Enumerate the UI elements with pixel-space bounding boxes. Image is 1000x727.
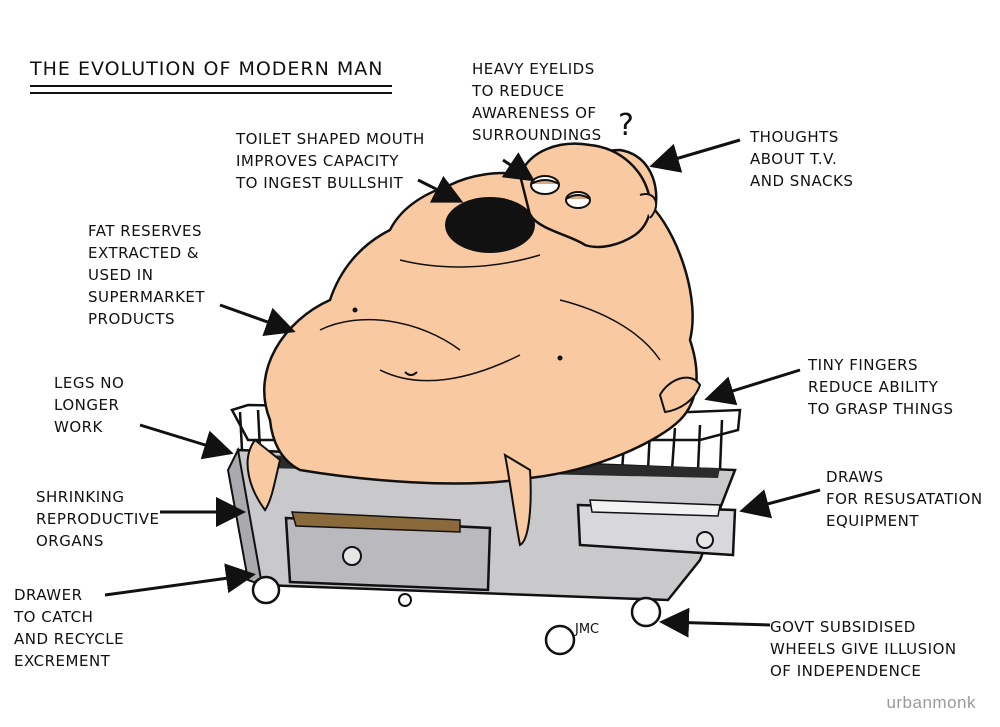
label-line: HEAVY EYELIDS: [472, 60, 595, 78]
label-reproductive-organs: SHRINKING REPRODUCTIVE ORGANS: [36, 486, 160, 552]
page-title: THE EVOLUTION OF MODERN MAN: [30, 58, 384, 80]
label-line: ORGANS: [36, 532, 104, 550]
label-line: FOR RESUSATATION: [826, 490, 983, 508]
label-thoughts: THOUGHTS ABOUT T.V. AND SNACKS: [750, 126, 853, 192]
label-line: SHRINKING: [36, 488, 125, 506]
label-line: TO INGEST BULLSHIT: [236, 174, 404, 192]
label-legs: LEGS NO LONGER WORK: [54, 372, 124, 438]
label-line: REDUCE ABILITY: [808, 378, 939, 396]
label-line: AWARENESS OF: [472, 104, 597, 122]
label-line: TO CATCH: [14, 608, 94, 626]
label-line: EXTRACTED &: [88, 244, 200, 262]
label-line: SUPERMARKET: [88, 288, 206, 306]
label-line: TO GRASP THINGS: [808, 400, 954, 418]
label-line: AND RECYCLE: [14, 630, 125, 648]
label-line: GOVT SUBSIDISED: [770, 618, 916, 636]
annotation-arrows: [104, 138, 821, 638]
watermark: urbanmonk: [886, 693, 976, 712]
label-mouth: TOILET SHAPED MOUTH IMPROVES CAPACITY TO…: [236, 128, 425, 194]
label-line: EQUIPMENT: [826, 512, 920, 530]
cart: [226, 403, 742, 656]
label-line: TOILET SHAPED MOUTH: [236, 130, 425, 148]
label-line: AND SNACKS: [750, 172, 854, 190]
label-line: LEGS NO: [54, 374, 125, 392]
man-figure: [246, 142, 702, 547]
label-line: PRODUCTS: [88, 310, 175, 328]
label-line: DRAWER: [14, 586, 83, 604]
label-tiny-fingers: TINY FINGERS REDUCE ABILITY TO GRASP THI…: [808, 354, 954, 420]
label-line: DRAWS: [826, 468, 884, 486]
label-line: USED IN: [88, 266, 154, 284]
label-line: ABOUT T.V.: [750, 150, 838, 168]
label-resuscitation-draws: DRAWS FOR RESUSATATION EQUIPMENT: [826, 466, 983, 532]
label-fat-reserves: FAT RESERVES EXTRACTED & USED IN SUPERMA…: [88, 220, 205, 330]
artist-signature: JMC: [575, 622, 600, 637]
label-line: REPRODUCTIVE: [36, 510, 160, 528]
label-line: SURROUNDINGS: [472, 126, 602, 144]
label-line: TO REDUCE: [472, 82, 565, 100]
label-line: FAT RESERVES: [88, 222, 203, 240]
label-line: IMPROVES CAPACITY: [236, 152, 399, 170]
question-mark-icon: ?: [618, 108, 634, 143]
label-line: THOUGHTS: [750, 128, 839, 146]
label-line: LONGER: [54, 396, 120, 414]
label-excrement-drawer: DRAWER TO CATCH AND RECYCLE EXCREMENT: [14, 584, 124, 672]
label-wheels: GOVT SUBSIDISED WHEELS GIVE ILLUSION OF …: [770, 616, 957, 682]
label-line: EXCREMENT: [14, 652, 111, 670]
label-eyelids: HEAVY EYELIDS TO REDUCE AWARENESS OF SUR…: [472, 58, 602, 146]
label-line: WHEELS GIVE ILLUSION: [770, 640, 957, 658]
label-line: WORK: [54, 418, 103, 436]
label-line: OF INDEPENDENCE: [770, 662, 922, 680]
label-line: TINY FINGERS: [808, 356, 919, 374]
